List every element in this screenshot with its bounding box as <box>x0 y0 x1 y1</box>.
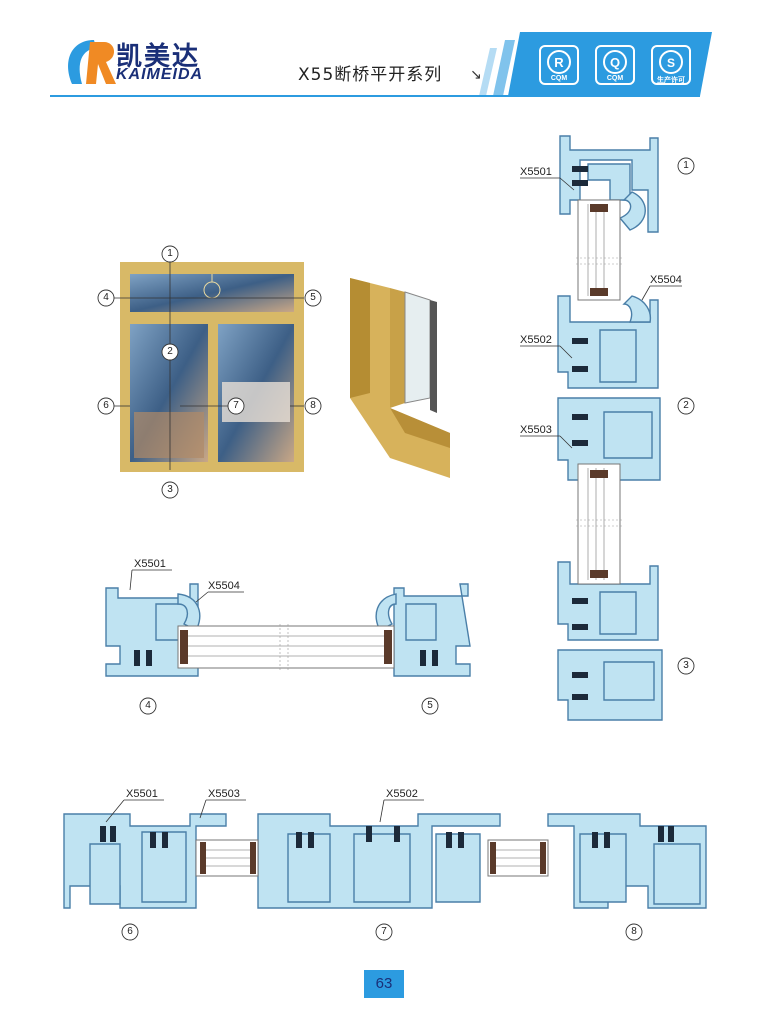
brand-name-en: KAIMEIDA <box>116 66 204 83</box>
label-x5503-s2: X5503 <box>520 424 552 436</box>
window-callout-5: 5 <box>310 292 316 303</box>
window-callout-2: 2 <box>167 346 173 357</box>
section-number-8: 8 <box>631 926 637 937</box>
profile-3d-corner <box>350 278 450 478</box>
arrow-icon: ↘ <box>470 66 482 82</box>
label-x5501-s4: X5501 <box>134 558 166 570</box>
window-callout-8: 8 <box>310 400 316 411</box>
window-callout-4: 4 <box>103 292 109 303</box>
qs-icon <box>651 45 691 85</box>
page-number: 63 <box>364 970 404 998</box>
logo-mark <box>68 40 116 84</box>
series-title: X55断桥平开系列 <box>298 65 443 85</box>
section-number-5: 5 <box>427 700 433 711</box>
label-x5502-s7: X5502 <box>386 788 418 800</box>
label-x5501-s1: X5501 <box>520 166 552 178</box>
cert-text-2: CQM <box>606 75 624 82</box>
r-cqm-icon <box>539 45 579 85</box>
label-x5502-s2: X5502 <box>520 334 552 346</box>
section-number-4: 4 <box>145 700 151 711</box>
cert-text-3: 生产许可 <box>657 77 685 84</box>
svg-text:R: R <box>554 55 564 70</box>
svg-text:S: S <box>667 56 675 70</box>
header-bar: R Q S <box>50 32 712 97</box>
q-cqm-icon <box>595 45 635 85</box>
label-x5504-s2: X5504 <box>650 274 682 286</box>
label-x5501-s6: X5501 <box>126 788 158 800</box>
section-number-7: 7 <box>381 926 387 937</box>
window-callout-7: 7 <box>233 400 239 411</box>
section-number-1: 1 <box>683 160 689 171</box>
section-number-2: 2 <box>683 400 689 411</box>
svg-text:Q: Q <box>610 55 620 70</box>
section-number-6: 6 <box>127 926 133 937</box>
window-illustration <box>120 262 304 472</box>
label-x5503-s6: X5503 <box>208 788 240 800</box>
brand-name-cn: 凯美达 <box>116 42 201 72</box>
window-callout-3: 3 <box>167 484 173 495</box>
label-x5504-s4: X5504 <box>208 580 240 592</box>
cert-text-1: CQM <box>550 75 568 82</box>
window-callout-1: 1 <box>167 248 173 259</box>
section-number-3: 3 <box>683 660 689 671</box>
window-callout-6: 6 <box>103 400 109 411</box>
